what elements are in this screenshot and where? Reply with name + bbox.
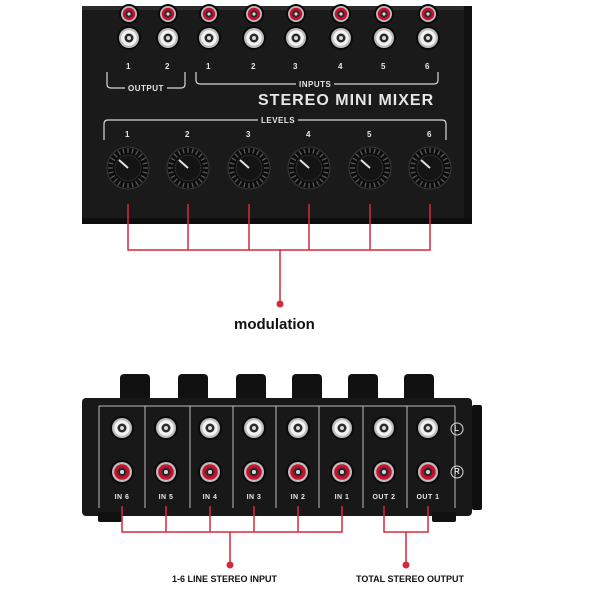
bottom-white-rca-jack[interactable]: [286, 416, 310, 440]
top-white-rca-jack[interactable]: [197, 26, 221, 50]
jack-label: IN 4: [202, 494, 218, 501]
bottom-red-rca-jack[interactable]: [416, 460, 440, 484]
input-number: 3: [293, 62, 298, 71]
bottom-red-rca-jack[interactable]: [242, 460, 266, 484]
level-knob[interactable]: [408, 146, 452, 190]
level-knob[interactable]: [227, 146, 271, 190]
knob-number: 2: [185, 130, 190, 139]
levels-label: LEVELS: [258, 116, 299, 125]
line-input-caption: 1-6 LINE STEREO INPUT: [172, 574, 278, 584]
bottom-red-rca-jack[interactable]: [110, 460, 134, 484]
knob-number: 5: [367, 130, 372, 139]
bottom-white-rca-jack[interactable]: [372, 416, 396, 440]
input-number: 5: [381, 62, 386, 71]
top-white-rca-jack[interactable]: [372, 26, 396, 50]
jack-label: IN 1: [334, 494, 350, 501]
output-number: 1: [126, 62, 131, 71]
bottom-red-rca-jack[interactable]: [154, 460, 178, 484]
top-white-rca-jack[interactable]: [416, 26, 440, 50]
brand-title: STEREO MINI MIXER: [258, 92, 435, 109]
top-rca-svg: [117, 4, 440, 50]
jack-label: IN 6: [114, 494, 130, 501]
bottom-red-rca-jack[interactable]: [198, 460, 222, 484]
level-knob[interactable]: [287, 146, 331, 190]
bottom-white-rca-jack[interactable]: [330, 416, 354, 440]
bottom-red-rca-jack[interactable]: [286, 460, 310, 484]
jack-label: IN 3: [246, 494, 262, 501]
top-red-rca-jack[interactable]: [244, 4, 264, 24]
stereo-output-caption: TOTAL STEREO OUTPUT: [356, 574, 465, 584]
left-channel-badge: L: [454, 424, 460, 433]
jack-label: OUT 2: [372, 494, 396, 501]
top-red-rca-jack[interactable]: [374, 4, 394, 24]
jack-label: IN 5: [158, 494, 174, 501]
top-red-rca-jack[interactable]: [418, 4, 438, 24]
right-channel-badge: R: [454, 467, 461, 476]
top-red-rca-jack[interactable]: [119, 4, 139, 24]
bottom-red-rca-jack[interactable]: [372, 460, 396, 484]
top-white-rca-jack[interactable]: [117, 26, 141, 50]
knob-number: 4: [306, 130, 311, 139]
jack-label: IN 2: [290, 494, 306, 501]
input-number: 4: [338, 62, 343, 71]
bottom-white-rca-jack[interactable]: [242, 416, 266, 440]
top-red-rca-jack[interactable]: [158, 4, 178, 24]
knob-number: 3: [246, 130, 251, 139]
top-red-rca-jack[interactable]: [199, 4, 219, 24]
level-knob[interactable]: [166, 146, 210, 190]
top-red-rca-jack[interactable]: [286, 4, 306, 24]
level-knob[interactable]: [106, 146, 150, 190]
output-number: 2: [165, 62, 170, 71]
bottom-white-rca-jack[interactable]: [154, 416, 178, 440]
knob-svg: [106, 146, 452, 190]
bottom-white-rca-jack[interactable]: [198, 416, 222, 440]
input-number: 2: [251, 62, 256, 71]
knob-number: 1: [125, 130, 130, 139]
level-knob[interactable]: [348, 146, 392, 190]
modulation-caption: modulation: [234, 316, 315, 333]
output-label: OUTPUT: [125, 84, 167, 93]
top-white-rca-jack[interactable]: [329, 26, 353, 50]
bottom-white-rca-jack[interactable]: [110, 416, 134, 440]
top-red-rca-jack[interactable]: [331, 4, 351, 24]
knob-number: 6: [427, 130, 432, 139]
input-number: 6: [425, 62, 430, 71]
bottom-white-rca-jack[interactable]: [416, 416, 440, 440]
top-white-rca-jack[interactable]: [156, 26, 180, 50]
inputs-label: INPUTS: [296, 80, 335, 89]
top-white-rca-jack[interactable]: [284, 26, 308, 50]
input-number: 1: [206, 62, 211, 71]
bottom-red-rca-jack[interactable]: [330, 460, 354, 484]
top-white-rca-jack[interactable]: [242, 26, 266, 50]
jack-label: OUT 1: [416, 494, 440, 501]
